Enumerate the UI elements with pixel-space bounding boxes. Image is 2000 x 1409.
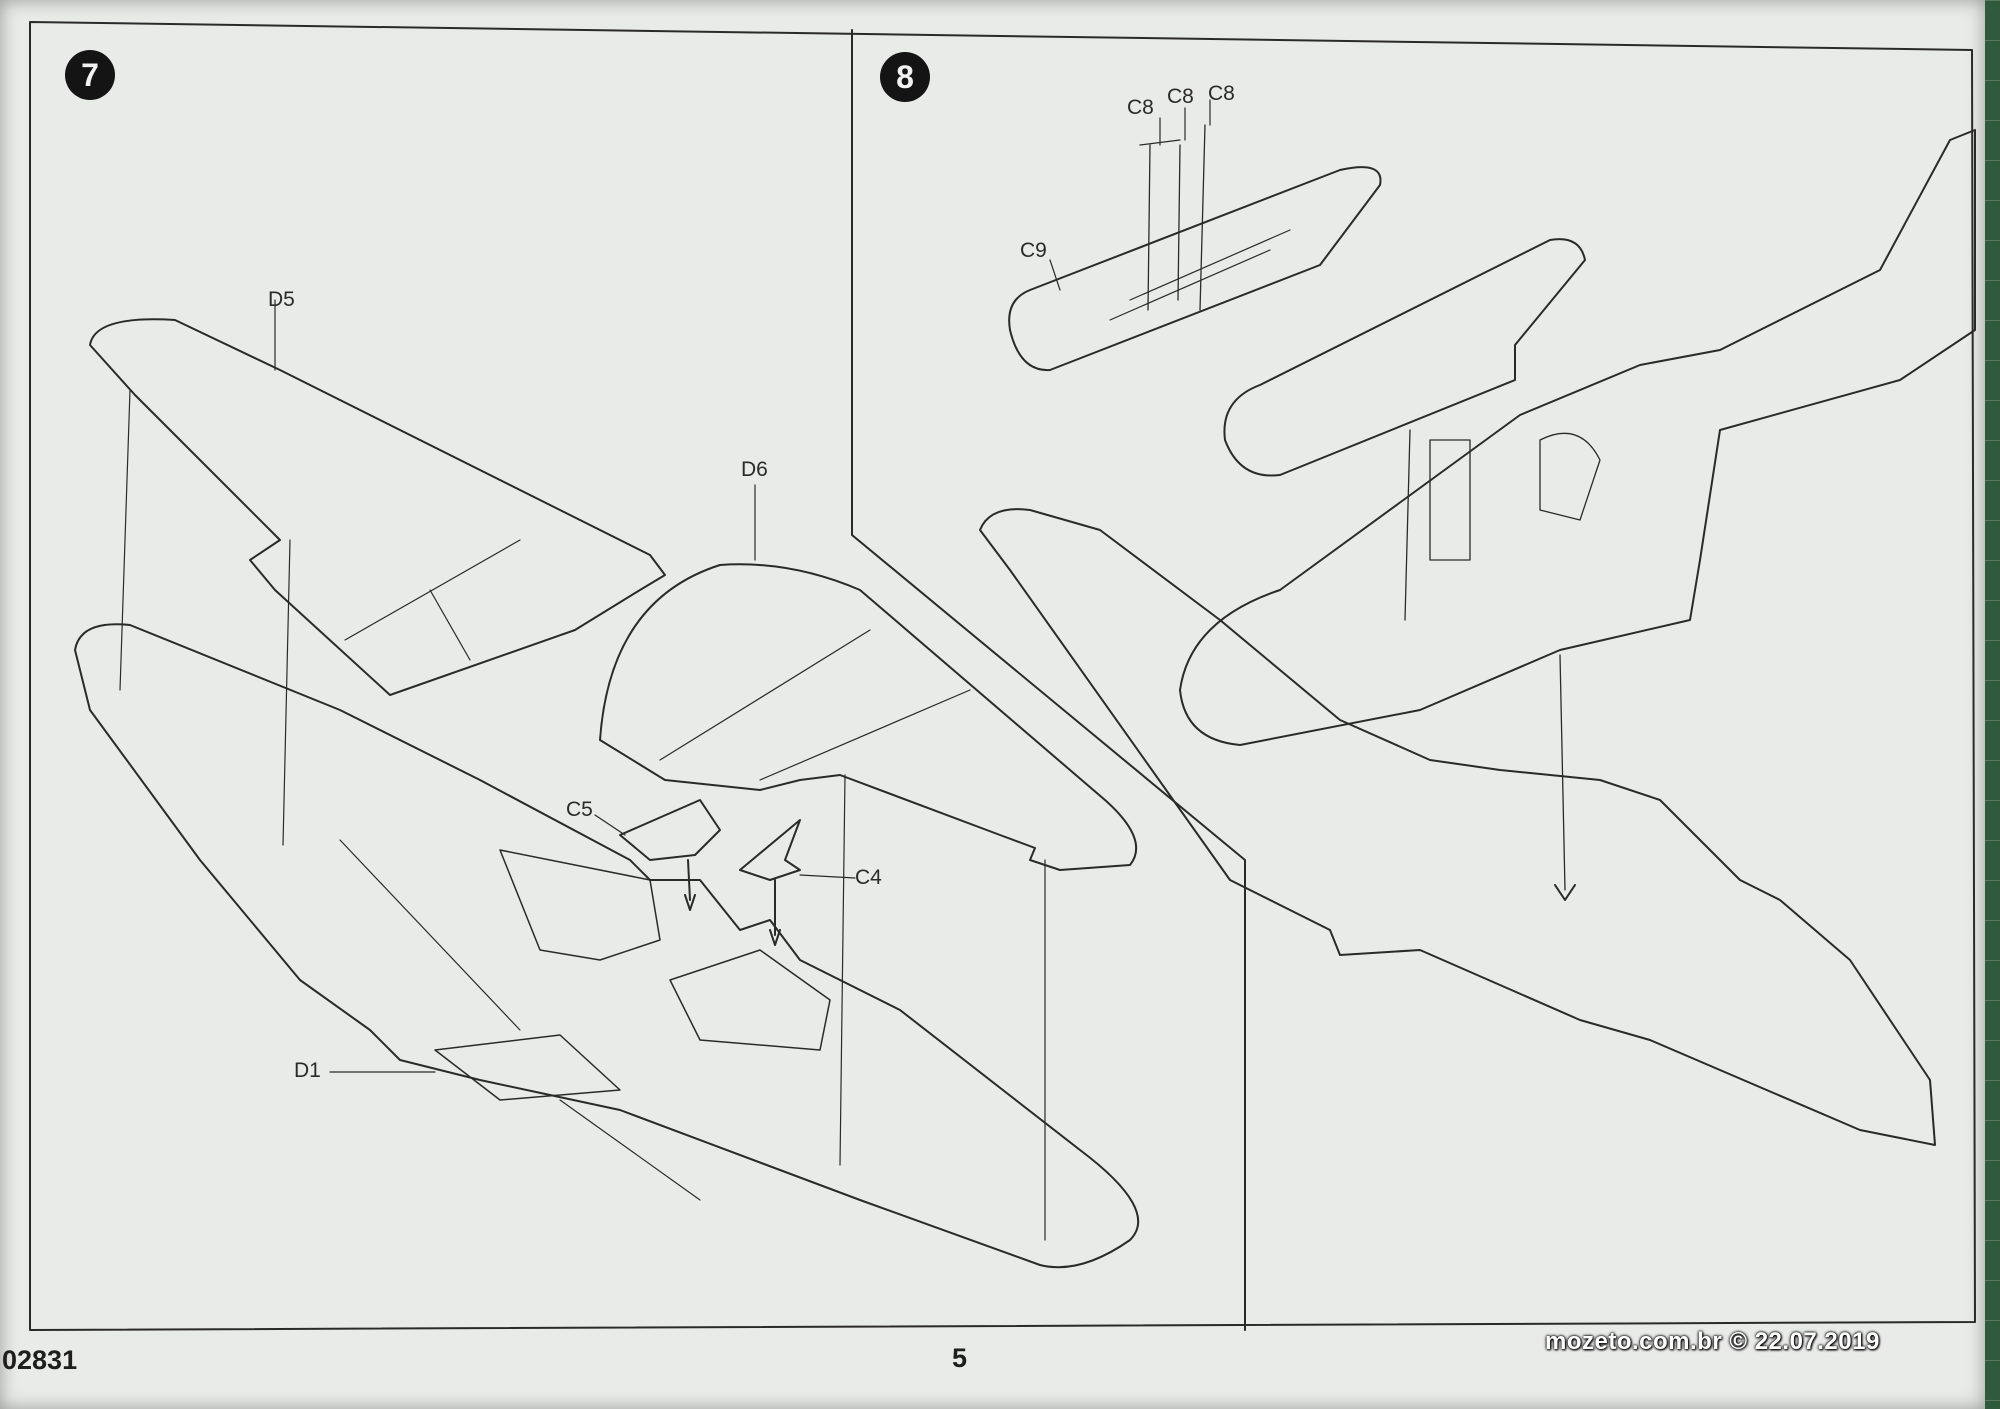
part-label-c8: C8 xyxy=(1208,82,1235,105)
leader-lines xyxy=(1049,99,1211,291)
wing-upper-right-d6 xyxy=(599,563,1138,871)
wheel-well-blocks xyxy=(499,849,831,1051)
part-label-c8: C8 xyxy=(1167,85,1194,108)
part-label-c9: C9 xyxy=(1020,239,1047,262)
part-label-d1: D1 xyxy=(294,1059,321,1082)
locator-pin-lines xyxy=(119,389,291,846)
arrow-head xyxy=(1554,884,1576,901)
part-label-c8: C8 xyxy=(1127,96,1154,119)
wing-assembly-step8 xyxy=(979,508,1936,1146)
part-label-d5: D5 xyxy=(268,288,295,311)
step-number: 7 xyxy=(81,56,99,93)
fuselage-assembly xyxy=(1179,129,1976,746)
step-number: 8 xyxy=(896,58,914,95)
part-arrows xyxy=(687,859,776,936)
part-label-c5: C5 xyxy=(566,798,593,821)
flap-tab xyxy=(434,1034,621,1101)
step-8-badge: 8 xyxy=(880,52,930,102)
kit-code: 02831 xyxy=(2,1345,78,1375)
locator-pin-lines xyxy=(839,774,1046,1241)
upper-cowling-panel xyxy=(1223,238,1586,477)
cowling-arrow xyxy=(1404,429,1411,621)
wing-panel-lines xyxy=(659,629,971,781)
leader-lines xyxy=(274,299,856,1073)
cowling-detail xyxy=(1109,229,1291,321)
fuselage-arrow xyxy=(1559,654,1566,891)
cowling-c9 xyxy=(1008,166,1382,372)
wing-lower-d1 xyxy=(74,623,1140,1269)
wing-panel-lines xyxy=(339,839,701,1201)
part-label-c4: C4 xyxy=(855,866,882,889)
wing-panel-lines xyxy=(344,539,521,661)
watermark: mozeto.com.br © 22.07.2019 xyxy=(1545,1328,1880,1355)
part-c5 xyxy=(619,799,721,861)
arrow-heads xyxy=(684,894,781,946)
page-border xyxy=(29,21,1976,1331)
cockpit-detail xyxy=(1429,432,1601,561)
page-number: 5 xyxy=(952,1343,968,1373)
step-divider xyxy=(851,29,1246,1331)
step-7-badge: 7 xyxy=(65,50,115,100)
part-label-d6: D6 xyxy=(741,458,768,481)
wing-upper-left-d5 xyxy=(89,318,666,696)
part-c4 xyxy=(739,819,801,881)
